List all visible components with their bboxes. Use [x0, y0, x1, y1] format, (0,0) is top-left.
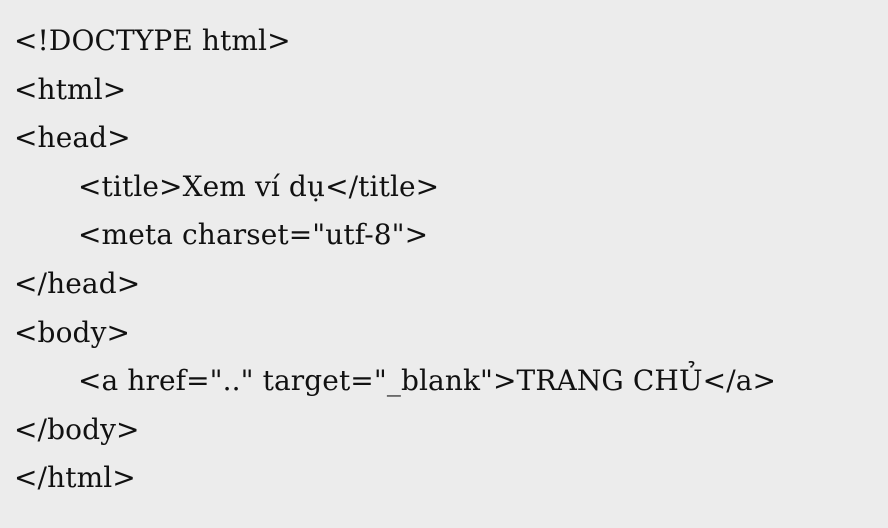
code-line-html-open: <html> [14, 72, 127, 106]
code-block: <!DOCTYPE html> <html> <head> <title>Xem… [14, 24, 777, 495]
code-line-body-open: <body> [14, 315, 131, 349]
code-line-head-open: <head> [14, 121, 131, 155]
code-line-title: <title>Xem ví dụ</title> [78, 169, 440, 203]
code-line-html-close: </html> [14, 461, 136, 495]
code-line-meta: <meta charset="utf-8"> [78, 218, 429, 252]
code-line-doctype: <!DOCTYPE html> [14, 24, 291, 57]
code-line-head-close: </head> [14, 266, 141, 300]
code-line-body-close: </body> [14, 412, 140, 446]
code-line-anchor: <a href=".." target="_blank">TRANG CHỦ</… [78, 364, 777, 398]
